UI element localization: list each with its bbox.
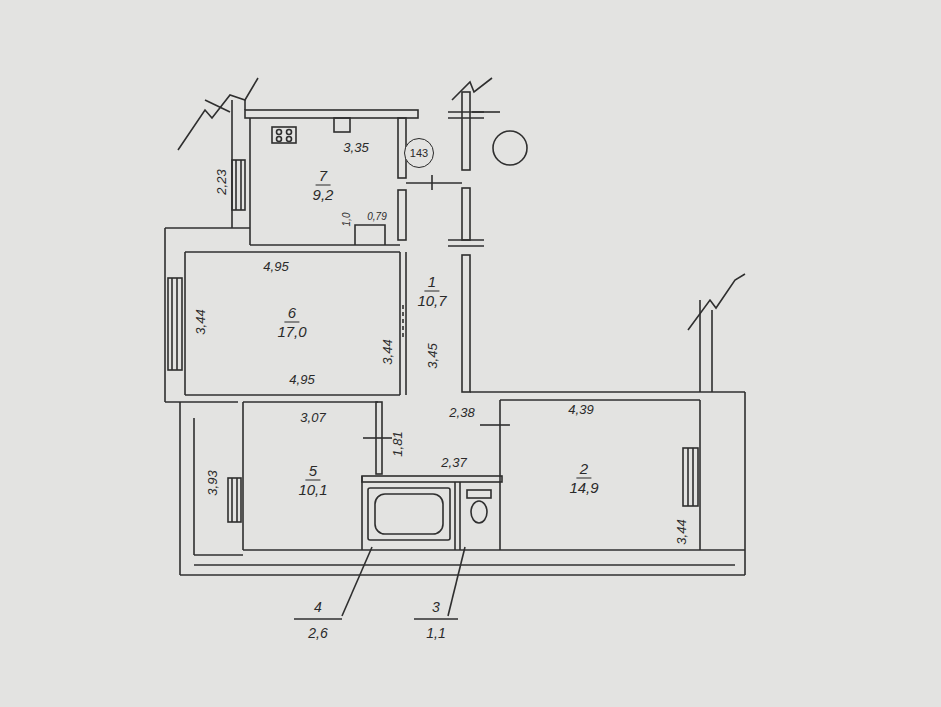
room-number: 6 (285, 304, 299, 323)
dimension-label: 3,35 (343, 141, 368, 155)
callout-number: 2,6 (308, 626, 327, 641)
dimension-label: 2,23 (215, 169, 229, 194)
walls (165, 92, 745, 575)
room-label: 510,1 (295, 462, 330, 499)
callout-number: 4 (314, 600, 322, 615)
dimension-label: 1,0 (342, 212, 353, 226)
room-number: 2 (577, 460, 591, 479)
room-area: 14,9 (566, 479, 601, 497)
circle-marker: 143 (404, 138, 434, 168)
room-number: 5 (306, 462, 320, 481)
window-symbols (168, 160, 698, 522)
dimension-label: 3,44 (194, 309, 208, 334)
dimension-ticks (363, 175, 510, 438)
room-area: 17,0 (274, 323, 309, 341)
dimension-label: 3,45 (426, 343, 440, 368)
room-label: 110,7 (414, 273, 449, 310)
room-area: 9,2 (310, 186, 337, 204)
room-label: 79,2 (310, 167, 337, 204)
room-number: 143 (410, 147, 428, 159)
dimension-label: 4,95 (289, 373, 314, 387)
callout-number: 3 (432, 600, 440, 615)
callout-number: 1,1 (426, 626, 445, 641)
dimension-label: 3,93 (206, 470, 220, 495)
room-area: 10,1 (295, 481, 330, 499)
fixtures (272, 118, 527, 540)
room-label: 617,0 (274, 304, 309, 341)
room-area: 10,7 (414, 292, 449, 310)
dimension-label: 0,79 (367, 211, 386, 222)
dimension-label: 2,38 (449, 406, 474, 420)
dimension-label: 4,95 (263, 260, 288, 274)
dimension-label: 2,37 (441, 456, 466, 470)
dimension-label: 1,81 (391, 431, 405, 456)
room-label: 214,9 (566, 460, 601, 497)
dimension-label: 3,44 (381, 339, 395, 364)
room-number: 1 (425, 273, 439, 292)
dimension-label: 3,07 (300, 411, 325, 425)
dimension-label: 4,39 (568, 403, 593, 417)
room-number: 7 (316, 167, 330, 186)
dimension-label: 3,44 (675, 519, 689, 544)
leader-lines (294, 547, 465, 619)
